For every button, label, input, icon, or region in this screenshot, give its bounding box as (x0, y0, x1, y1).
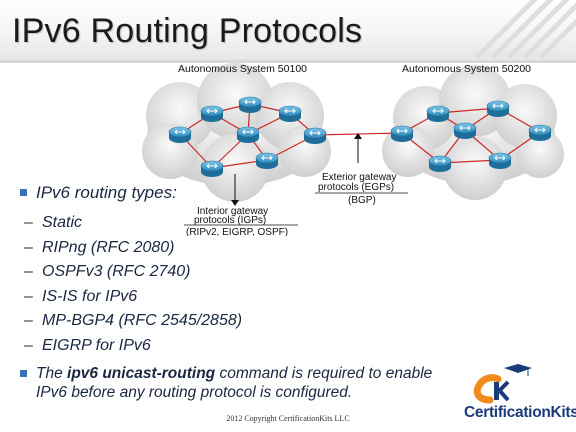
as1-label: Autonomous System 50100 (178, 63, 307, 75)
bullet-text: IPv6 routing types: (36, 183, 177, 202)
bullet-item: The ipv6 unicast-routing command is requ… (20, 364, 450, 402)
sub-bullet-text: Static (42, 214, 83, 231)
bullet-square-icon (20, 370, 27, 377)
router-icon (528, 124, 552, 142)
slide-title: IPv6 Routing Protocols (12, 12, 363, 50)
router-icon (236, 126, 260, 144)
sub-bullet-item: –EIGRP for IPv6 (24, 336, 151, 354)
igp-label-line1: Interior gateway (197, 206, 268, 217)
router-icon (168, 126, 192, 144)
router-icon (426, 105, 450, 123)
logo-text: CertificationKits (464, 404, 576, 421)
sub-bullet-item: –OSPFv3 (RFC 2740) (24, 263, 191, 280)
sub-bullet-text: EIGRP for IPv6 (42, 336, 151, 354)
router-icon (303, 127, 327, 145)
copyright-footer: 2012 Copyright CertificationKits LLC (226, 414, 350, 423)
bullet-list: IPv6 routing types: –Static –RIPng (RFC … (20, 183, 450, 402)
bullet-square-icon (20, 189, 27, 196)
egp-label-line1: Exterior gateway (322, 172, 396, 183)
router-icon (200, 105, 224, 123)
sub-bullet-text: MP-BGP4 (RFC 2545/2858) (42, 312, 243, 329)
router-icon (238, 96, 262, 114)
sub-bullet-item: –Static (24, 214, 83, 231)
as2-label: Autonomous System 50200 (402, 63, 531, 75)
sub-bullet-item: –MP-BGP4 (RFC 2545/2858) (24, 312, 243, 329)
router-icon (428, 155, 452, 173)
igp-examples: (RIPv2, EIGRP, OSPF) (186, 227, 288, 236)
certification-kits-logo-icon (473, 364, 532, 404)
sub-bullet-item: –IS-IS for IPv6 (24, 287, 138, 305)
sub-bullet-text: RIPng (RFC 2080) (42, 238, 175, 256)
bullet-item: IPv6 routing types: (20, 183, 450, 203)
igp-label-line2: protocols (IGPs) (194, 215, 266, 226)
router-icon (488, 152, 512, 170)
corner-decoration-icon (474, 0, 576, 58)
egp-examples: (BGP) (348, 195, 376, 206)
sub-bullet-text: OSPFv3 (RFC 2740) (42, 263, 191, 280)
egp-label-line2: protocols (EGPs) (318, 182, 394, 193)
title-bar: IPv6 Routing Protocols (0, 0, 576, 63)
router-icon (200, 160, 224, 178)
bullet2-suffix: command is required to enable IPv6 befor… (36, 365, 433, 401)
command-name: ipv6 unicast-routing (67, 365, 216, 382)
egp-arrow-head-icon (354, 133, 362, 139)
router-icon (390, 125, 414, 143)
network-diagram: Autonomous System 50100 Autonomous Syste… (142, 63, 564, 236)
router-icon (486, 100, 510, 118)
router-icon (278, 105, 302, 123)
router-icon (453, 122, 477, 140)
router-icon (255, 152, 279, 170)
sub-bullet-text: IS-IS for IPv6 (42, 287, 138, 305)
sub-bullet-item: –RIPng (RFC 2080) (24, 238, 175, 256)
igp-arrow-head-icon (231, 200, 239, 206)
bullet2-prefix: The (36, 365, 68, 382)
